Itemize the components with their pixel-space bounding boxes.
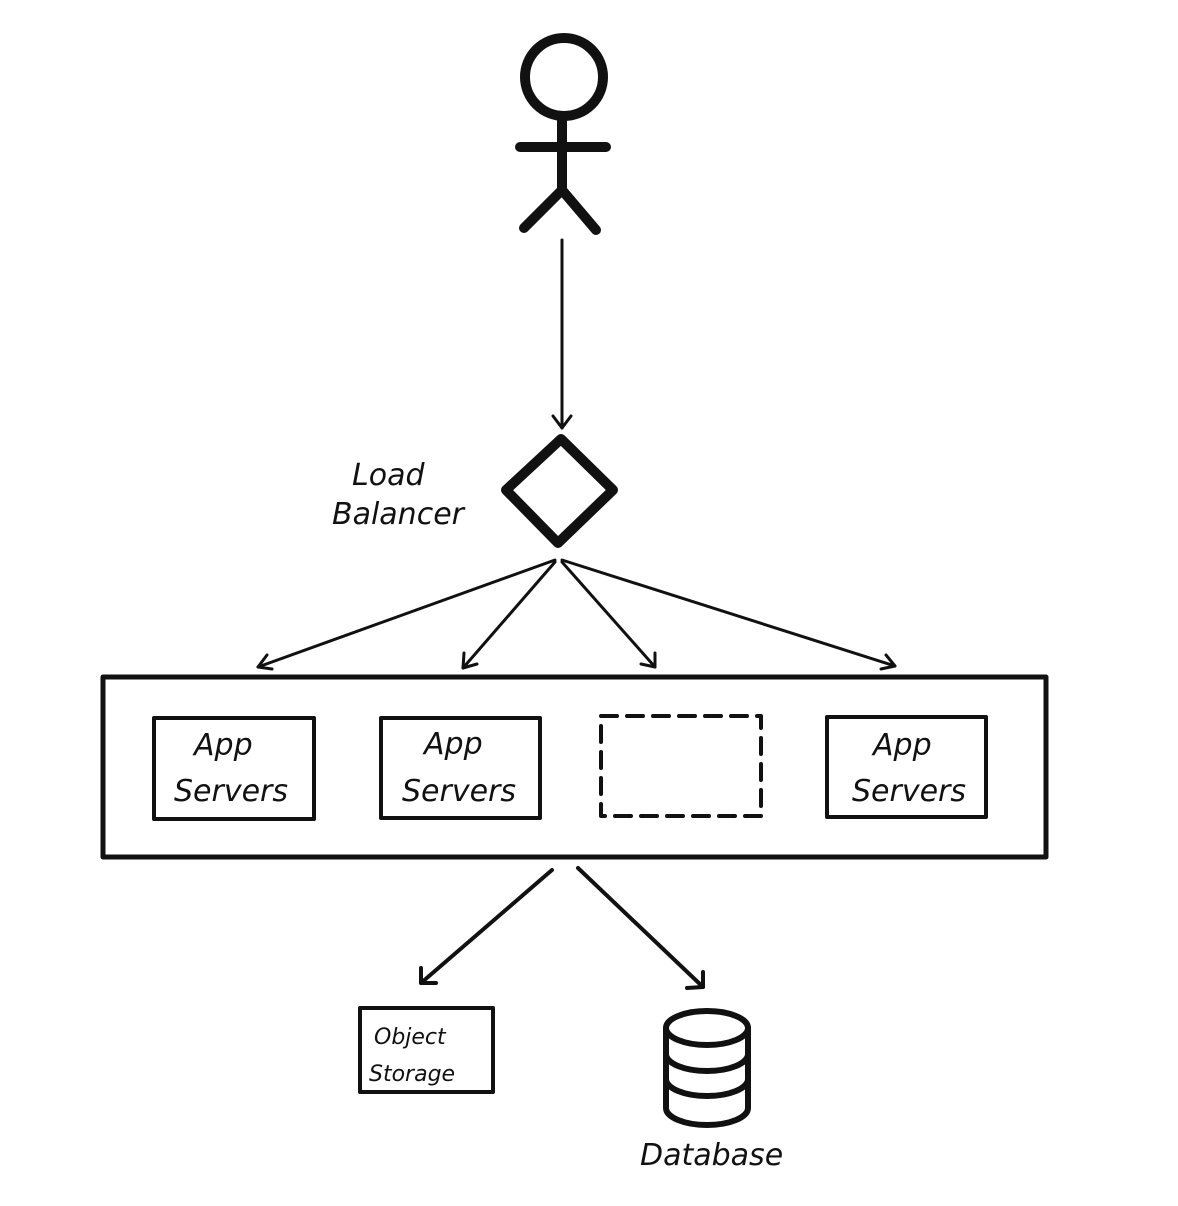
database-label: Database (640, 1138, 783, 1173)
object-storage-label-line2: Storage (369, 1062, 455, 1087)
app-server-4: App Servers (825, 715, 988, 819)
cluster-to-object-storage-arrow (419, 868, 554, 985)
app-server-2-label-line2: Servers (402, 774, 516, 809)
load-balancer-label-line1: Load (352, 458, 425, 493)
app-server-4-label-line1: App (871, 728, 932, 763)
app-server-2-label-line1: App (422, 727, 483, 762)
cluster-to-database-arrow (576, 866, 705, 990)
load-balancer-to-server-1-arrow (256, 558, 557, 671)
user-icon (515, 33, 611, 235)
app-server-4-label-line2: Servers (852, 774, 966, 809)
load-balancer-to-server-3-arrow (560, 560, 657, 669)
database-icon (663, 1008, 751, 1128)
app-server-1-label-line2: Servers (174, 774, 288, 809)
object-storage: Object Storage (358, 1006, 495, 1094)
load-balancer-to-server-4-arrow (560, 558, 897, 671)
load-balancer-diamond (501, 434, 618, 548)
load-balancer-to-server-2-arrow (461, 560, 557, 670)
server-cluster-box (100, 674, 1049, 860)
app-server-1: App Servers (152, 716, 316, 821)
placeholder-server (599, 714, 763, 818)
user-to-load-balancer-arrow (551, 238, 573, 430)
app-server-2: App Servers (379, 716, 542, 820)
object-storage-label-line1: Object (374, 1025, 447, 1050)
load-balancer-label-line2: Balancer (332, 497, 466, 532)
app-server-1-label-line1: App (192, 728, 253, 763)
